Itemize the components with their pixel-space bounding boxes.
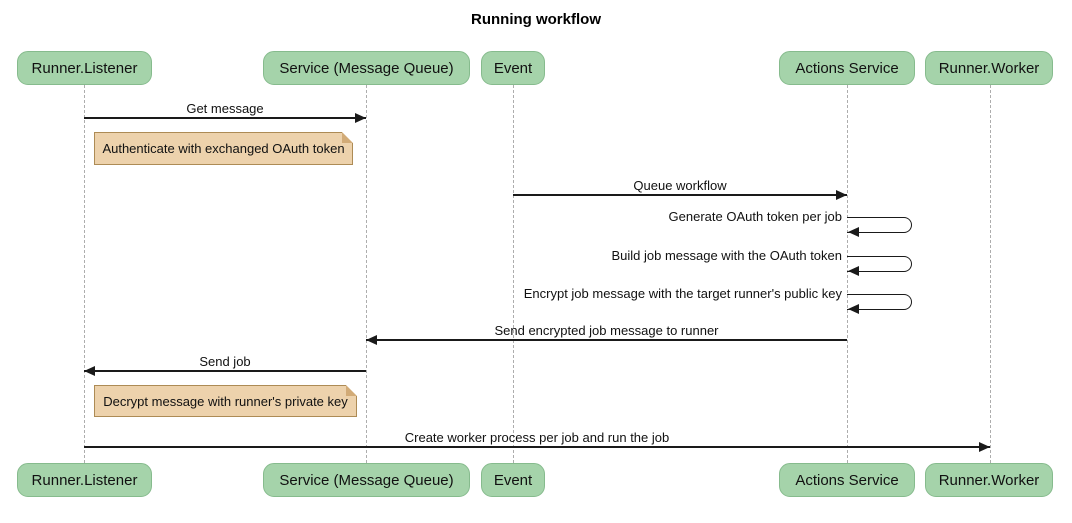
message-line-send-job bbox=[84, 370, 366, 372]
note-decrypt-message: Decrypt message with runner's private ke… bbox=[94, 385, 357, 417]
arrowhead-left-icon bbox=[848, 227, 859, 237]
message-label-encrypt-job-message: Encrypt job message with the target runn… bbox=[523, 286, 842, 301]
message-line-send-encrypted-job bbox=[366, 339, 847, 341]
diagram-title: Running workflow bbox=[471, 11, 601, 28]
lifeline-event bbox=[513, 85, 514, 463]
lifeline-service-message-queue bbox=[366, 85, 367, 463]
note-text: Authenticate with exchanged OAuth token bbox=[102, 141, 345, 156]
note-text: Decrypt message with runner's private ke… bbox=[103, 393, 348, 409]
message-label-build-job-message: Build job message with the OAuth token bbox=[611, 248, 842, 263]
message-line-get-message bbox=[84, 117, 366, 119]
message-label-generate-oauth-token: Generate OAuth token per job bbox=[668, 209, 842, 224]
message-label-create-worker-process: Create worker process per job and run th… bbox=[404, 430, 670, 445]
arrowhead-left-icon bbox=[848, 304, 859, 314]
message-label-get-message: Get message bbox=[186, 101, 264, 116]
message-label-send-encrypted-job: Send encrypted job message to runner bbox=[494, 323, 719, 338]
message-label-send-job: Send job bbox=[199, 354, 251, 369]
lifeline-actions-service bbox=[847, 85, 848, 463]
message-label-queue-workflow: Queue workflow bbox=[633, 178, 727, 193]
actor-service-message-queue-bottom: Service (Message Queue) bbox=[263, 463, 470, 497]
actor-actions-service-bottom: Actions Service bbox=[779, 463, 915, 497]
note-fold-icon bbox=[346, 385, 357, 396]
actor-actions-service-top: Actions Service bbox=[779, 51, 915, 85]
self-loop-line bbox=[847, 217, 912, 233]
actor-event-top: Event bbox=[481, 51, 545, 85]
arrowhead-left-icon bbox=[366, 335, 377, 345]
actor-runner-worker-top: Runner.Worker bbox=[925, 51, 1053, 85]
arrowhead-left-icon bbox=[848, 266, 859, 276]
actor-runner-listener-bottom: Runner.Listener bbox=[17, 463, 152, 497]
arrowhead-right-icon bbox=[979, 442, 990, 452]
actor-runner-worker-bottom: Runner.Worker bbox=[925, 463, 1053, 497]
message-line-create-worker-process bbox=[84, 446, 990, 448]
actor-service-message-queue-top: Service (Message Queue) bbox=[263, 51, 470, 85]
self-loop-line bbox=[847, 294, 912, 310]
message-line-queue-workflow bbox=[513, 194, 847, 196]
arrowhead-right-icon bbox=[355, 113, 366, 123]
arrowhead-left-icon bbox=[84, 366, 95, 376]
actor-runner-listener-top: Runner.Listener bbox=[17, 51, 152, 85]
lifeline-runner-worker bbox=[990, 85, 991, 463]
arrowhead-right-icon bbox=[836, 190, 847, 200]
actor-event-bottom: Event bbox=[481, 463, 545, 497]
note-fold-icon bbox=[342, 132, 353, 143]
self-loop-line bbox=[847, 256, 912, 272]
lifeline-runner-listener bbox=[84, 85, 85, 463]
note-authenticate-oauth: Authenticate with exchanged OAuth token bbox=[94, 132, 353, 165]
